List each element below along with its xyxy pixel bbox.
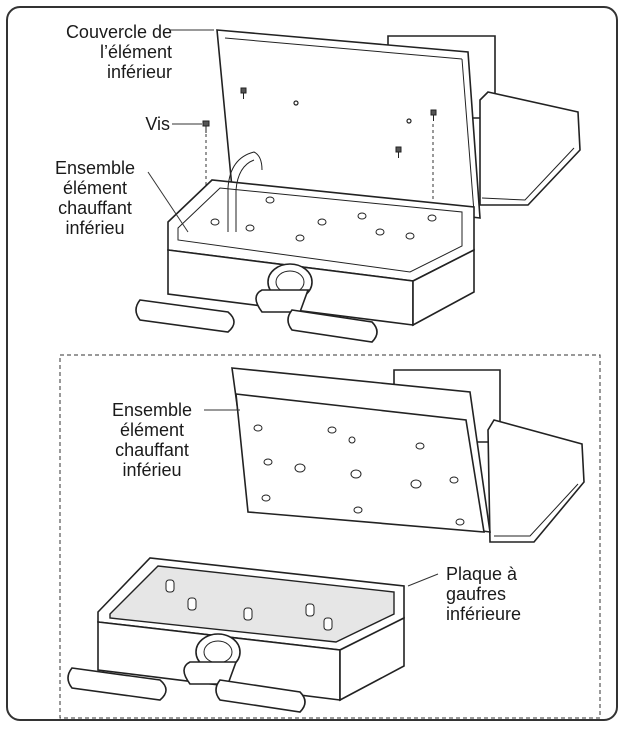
label-line: gaufres — [446, 584, 507, 604]
label-line: inférieure — [446, 604, 522, 624]
label-line: chauffant — [115, 440, 189, 460]
label-screw: Vis — [110, 114, 170, 134]
label-line: Ensemble — [54, 158, 136, 178]
top-illustration — [135, 29, 581, 343]
label-line: l’élément — [99, 42, 172, 62]
lower-waffle-plate — [109, 565, 395, 643]
label-line: inférieu — [65, 218, 125, 238]
label-line: chauffant — [58, 198, 132, 218]
screw-icon — [202, 120, 210, 133]
label-line: Plaque à — [446, 564, 518, 584]
removed-heating-element — [235, 393, 485, 533]
top-left-handle — [135, 299, 235, 333]
label-line: élément — [62, 178, 128, 198]
bottom-illustration — [67, 367, 585, 713]
bottom-right-handle — [215, 679, 306, 713]
label-lower-element-cover: Couvercle de l’élément inférieur — [22, 22, 172, 82]
top-right-handle — [287, 309, 378, 343]
screw-icon — [395, 146, 402, 158]
bottom-upper-platen — [487, 419, 585, 543]
label-bottom-heating-element-assembly: Ensemble élément chauffant inférieu — [92, 400, 212, 480]
detail-box — [59, 354, 601, 719]
label-line: inférieu — [122, 460, 182, 480]
diagram-frame — [6, 6, 618, 721]
label-line: Couvercle de — [65, 22, 172, 42]
label-line: Vis — [145, 114, 170, 134]
label-lower-waffle-plate: Plaque à gaufres inférieure — [446, 564, 566, 624]
label-line: inférieur — [106, 62, 172, 82]
screw-icon — [240, 87, 247, 99]
label-line: élément — [119, 420, 185, 440]
screw-icon — [430, 109, 437, 121]
label-top-heating-element-assembly: Ensemble élément chauffant inférieu — [30, 158, 160, 238]
top-upper-platen — [479, 91, 581, 206]
lower-element-cover — [216, 29, 481, 219]
label-line: Ensemble — [111, 400, 193, 420]
bottom-left-handle — [67, 667, 167, 701]
